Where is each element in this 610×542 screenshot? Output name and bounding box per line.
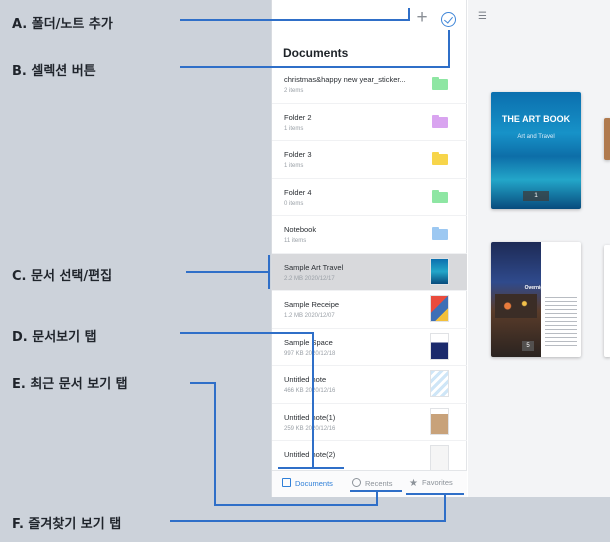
annotation-b: B. 셀렉션 버튼 bbox=[12, 64, 96, 79]
next-card-edge[interactable] bbox=[604, 245, 610, 357]
item-meta: 259 KB 2020/12/16 bbox=[284, 425, 336, 432]
item-meta: 0 items bbox=[284, 200, 304, 207]
list-item[interactable]: Folder 2 1 items bbox=[272, 104, 467, 141]
item-name: Sample Space bbox=[284, 337, 333, 347]
folder-icon bbox=[432, 227, 448, 240]
item-meta: 997 KB 2020/12/18 bbox=[284, 350, 336, 357]
annotation-c: C. 문서 선택/편집 bbox=[12, 269, 113, 284]
tab-favorites[interactable]: ★Favorites bbox=[409, 478, 453, 489]
menu-collapse-icon[interactable]: ☰ bbox=[478, 11, 487, 22]
tab-documents[interactable]: Documents bbox=[282, 478, 333, 488]
list-item[interactable]: Folder 3 1 items bbox=[272, 141, 467, 179]
item-name: Folder 3 bbox=[284, 150, 312, 159]
list-item-selected[interactable]: Sample Art Travel 2.2 MB 2020/12/17 bbox=[272, 253, 467, 291]
tab-bar: Documents Recents ★Favorites bbox=[272, 470, 467, 497]
annotation-d: D. 문서보기 탭 bbox=[12, 330, 97, 345]
add-folder-note-button[interactable]: + bbox=[416, 7, 428, 28]
item-name: Untitled note bbox=[284, 375, 327, 384]
document-thumbnail bbox=[430, 407, 449, 435]
callout-line-e-up bbox=[376, 490, 378, 506]
item-name: Untitled note(1) bbox=[284, 412, 336, 422]
callout-line-f-under bbox=[406, 493, 464, 495]
item-name: Folder 4 bbox=[284, 187, 312, 197]
document-list: christmas&happy new year_sticker... 2 it… bbox=[272, 66, 467, 479]
document-thumbnail bbox=[430, 295, 449, 322]
item-meta: 1 items bbox=[284, 125, 304, 132]
folder-icon bbox=[432, 77, 448, 90]
document-thumbnail bbox=[430, 370, 449, 397]
tab-recents[interactable]: Recents bbox=[352, 478, 393, 488]
stockholm-card[interactable]: Overnight in Stockholm 5 bbox=[491, 242, 581, 357]
list-item[interactable]: Notebook 11 items bbox=[272, 216, 467, 254]
page-count-badge: 1 bbox=[523, 191, 549, 201]
item-meta: 11 items bbox=[284, 238, 307, 244]
page-title: Documents bbox=[283, 46, 349, 60]
sidebar-toolbar: + bbox=[272, 7, 467, 29]
next-card-edge[interactable] bbox=[604, 118, 610, 160]
card-title: THE ART BOOK bbox=[501, 114, 571, 124]
document-preview-area: ☰ THE ART BOOK Art and Travel 1 Overnigh… bbox=[468, 0, 610, 497]
callout-line-a-tick bbox=[408, 8, 410, 21]
tab-recents-label: Recents bbox=[365, 479, 393, 488]
clock-icon bbox=[352, 478, 361, 487]
folder-icon bbox=[432, 189, 448, 203]
document-icon bbox=[282, 478, 291, 487]
item-meta: 2 items bbox=[284, 88, 304, 94]
tab-favorites-label: Favorites bbox=[421, 478, 453, 487]
callout-line-c bbox=[186, 271, 270, 273]
list-item[interactable]: Sample Receipe 1.2 MB 2020/12/07 bbox=[272, 291, 467, 329]
card-subtitle: Art and Travel bbox=[517, 134, 555, 140]
app-window: + Documents christmas&happy new year_sti… bbox=[271, 0, 610, 497]
page-count-badge: 5 bbox=[522, 341, 534, 351]
item-meta: 466 KB 2020/12/16 bbox=[284, 388, 336, 394]
list-item[interactable]: Untitled note 466 KB 2020/12/16 bbox=[272, 366, 467, 404]
list-item[interactable]: Untitled note(1) 259 KB 2020/12/16 bbox=[272, 404, 467, 441]
item-meta: 1 items bbox=[284, 163, 304, 169]
callout-line-d bbox=[180, 332, 314, 334]
annotation-e: E. 최근 문서 보기 탭 bbox=[12, 377, 128, 392]
tab-documents-label: Documents bbox=[295, 479, 333, 488]
art-book-card[interactable]: THE ART BOOK Art and Travel 1 bbox=[491, 92, 581, 209]
item-name: Sample Art Travel bbox=[284, 262, 344, 272]
callout-line-e bbox=[190, 382, 216, 384]
callout-line-f-up bbox=[444, 494, 446, 522]
callout-line-e-down bbox=[214, 382, 216, 506]
callout-line-c-tick bbox=[268, 255, 270, 289]
card-text-lines bbox=[545, 297, 577, 349]
card-banner: Overnight in Stockholm bbox=[524, 285, 581, 291]
callout-line-e-under bbox=[350, 490, 402, 492]
card-photo bbox=[491, 242, 541, 357]
list-item[interactable]: Folder 4 0 items bbox=[272, 179, 467, 216]
annotation-a: A. 폴더/노트 추가 bbox=[12, 17, 113, 32]
annotation-f: F. 즐겨찾기 보기 탭 bbox=[12, 517, 122, 532]
callout-line-d-down bbox=[312, 332, 314, 468]
list-item[interactable]: Sample Space 997 KB 2020/12/18 bbox=[272, 329, 467, 366]
item-name: christmas&happy new year_sticker... bbox=[284, 75, 406, 84]
select-button[interactable] bbox=[441, 12, 456, 27]
callout-line-b-tick bbox=[448, 30, 450, 68]
list-item[interactable]: christmas&happy new year_sticker... 2 it… bbox=[272, 66, 467, 104]
callout-line-a bbox=[180, 19, 410, 21]
star-icon: ★ bbox=[409, 478, 418, 489]
callout-line-f bbox=[170, 520, 446, 522]
callout-line-d-under bbox=[278, 467, 344, 469]
document-thumbnail bbox=[430, 332, 449, 360]
item-name: Notebook bbox=[284, 225, 317, 234]
document-thumbnail bbox=[430, 257, 449, 285]
callout-line-b bbox=[180, 66, 450, 68]
documents-sidebar: + Documents christmas&happy new year_sti… bbox=[272, 0, 467, 497]
item-name: Untitled note(2) bbox=[284, 450, 336, 459]
item-meta: 2.2 MB 2020/12/17 bbox=[284, 275, 335, 282]
folder-icon bbox=[432, 152, 448, 165]
item-meta: 1.2 MB 2020/12/07 bbox=[284, 313, 335, 319]
folder-icon bbox=[432, 114, 448, 128]
document-thumbnail bbox=[430, 445, 449, 472]
item-name: Folder 2 bbox=[284, 112, 312, 122]
item-name: Sample Receipe bbox=[284, 300, 340, 309]
callout-line-e-across bbox=[214, 504, 378, 506]
